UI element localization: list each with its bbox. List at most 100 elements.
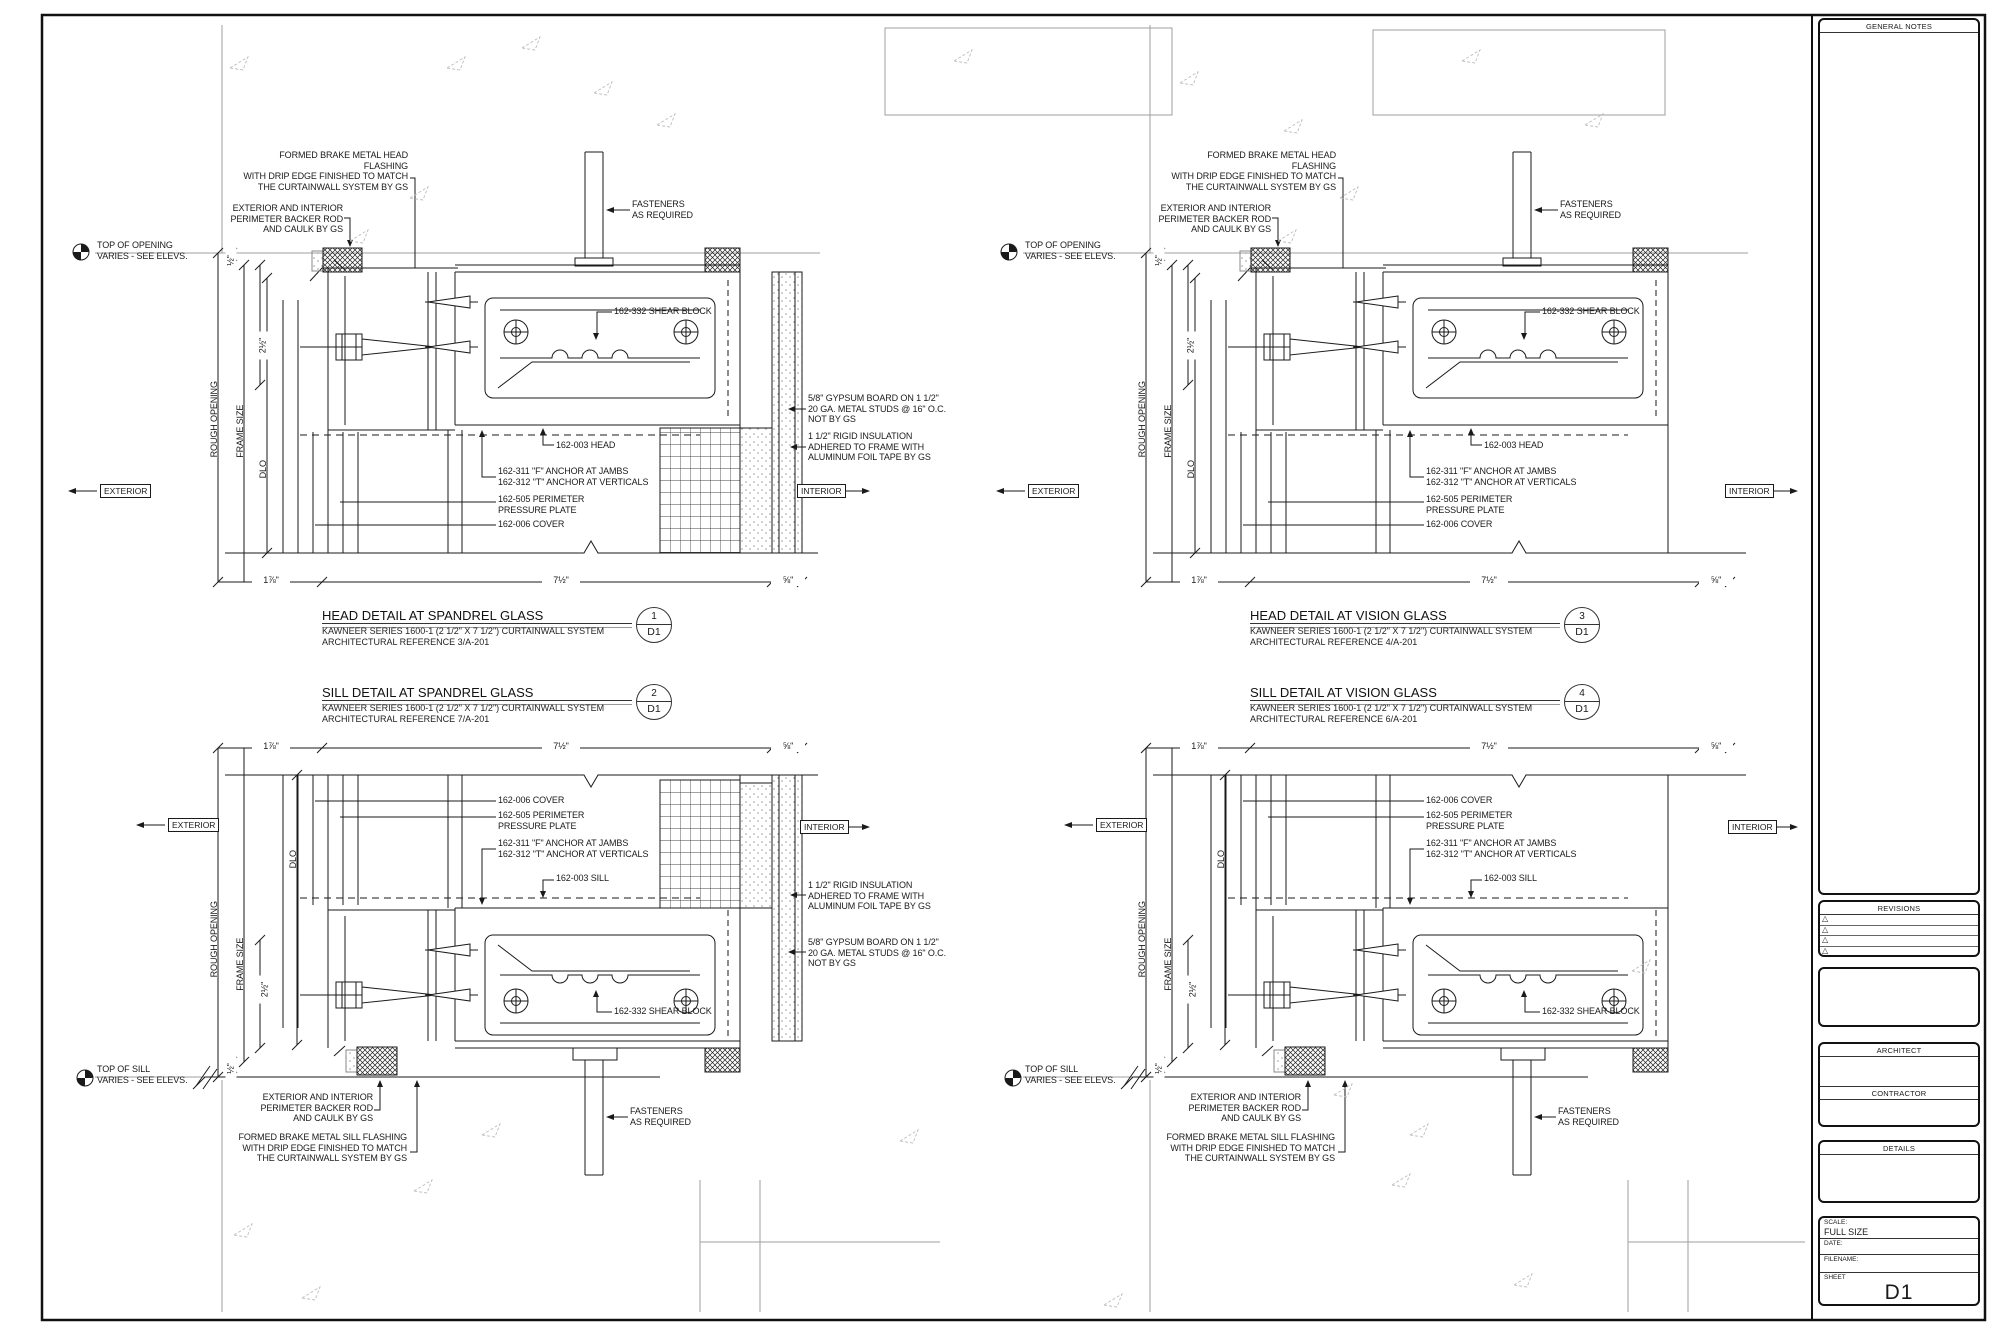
revision-markers — [229, 36, 1651, 1308]
annotation-fasteners: FASTENERS AS REQUIRED — [630, 1106, 691, 1127]
revision-row: △ — [1820, 914, 1978, 926]
dim-half: ½" — [1153, 246, 1165, 275]
scale-label: SCALE: — [1824, 1219, 1848, 1226]
annotation-head-flashing: FORMED BRAKE METAL HEAD FLASHING WITH DR… — [1171, 150, 1336, 192]
general-notes-header: GENERAL NOTES — [1820, 20, 1978, 33]
detail-sheet: D1 — [647, 703, 661, 715]
dim-two-half: 2½" — [1185, 331, 1197, 360]
annotation-gypsum: 5/8" GYPSUM BOARD ON 1 1/2" 20 GA. METAL… — [808, 937, 946, 968]
project-info-panel — [1818, 967, 1980, 1027]
dim-two-half: 2½" — [259, 975, 271, 1004]
dim-frame-size: FRAME SIZE — [1162, 404, 1173, 458]
date-row: DATE: — [1820, 1239, 1978, 1255]
detail-title: SILL DETAIL AT VISION GLASS — [1250, 685, 1437, 700]
annotation-pressure-plate: 162-505 PERIMETER PRESSURE PLATE — [1426, 494, 1513, 515]
annotation-top-of-sill: TOP OF SILL VARIES - SEE ELEVS. — [1025, 1064, 1116, 1085]
annotation-backer-rod: EXTERIOR AND INTERIOR PERIMETER BACKER R… — [260, 1092, 373, 1123]
construction-lines — [699, 27, 1805, 1312]
sheet-border — [40, 13, 1987, 1322]
contractor-header: CONTRACTOR — [1820, 1086, 1978, 1100]
annotation-backer-rod: EXTERIOR AND INTERIOR PERIMETER BACKER R… — [1188, 1092, 1301, 1123]
title-underline — [322, 623, 632, 628]
detail-reference: ARCHITECTURAL REFERENCE 7/A-201 — [322, 714, 490, 724]
dim-rough-opening: ROUGH OPENING — [208, 901, 219, 978]
detail-sheet: D1 — [1575, 626, 1589, 638]
details-header: DETAILS — [1820, 1142, 1978, 1155]
annotation-head: 162-003 HEAD — [556, 440, 616, 450]
details-panel: DETAILS — [1818, 1140, 1980, 1203]
annotation-gypsum: 5/8" GYPSUM BOARD ON 1 1/2" 20 GA. METAL… — [808, 393, 946, 424]
annotation-cover: 162-006 COVER — [1426, 519, 1493, 529]
filename-label: FILENAME: — [1824, 1256, 1859, 1263]
dim-frame-size: FRAME SIZE — [234, 937, 245, 991]
annotation-pressure-plate: 162-505 PERIMETER PRESSURE PLATE — [498, 810, 585, 831]
annotation-pressure-plate: 162-505 PERIMETER PRESSURE PLATE — [1426, 810, 1513, 831]
dim-7-1-2: 7½" — [542, 575, 580, 586]
detail-reference: ARCHITECTURAL REFERENCE 3/A-201 — [322, 637, 490, 647]
title-underline — [1250, 623, 1560, 628]
annotation-cover: 162-006 COVER — [1426, 795, 1493, 805]
detail-subtitle: KAWNEER SERIES 1600-1 (2 1/2" X 7 1/2") … — [322, 626, 605, 636]
annotation-fasteners: FASTENERS AS REQUIRED — [632, 199, 693, 220]
interior-label: INTERIOR — [800, 820, 849, 834]
revision-triangle-icon: △ — [1822, 914, 1829, 923]
title-underline — [1250, 700, 1560, 705]
architect-blank-area — [1820, 1057, 1978, 1086]
dim-7-1-2: 7½" — [542, 741, 580, 752]
annotation-sill: 162-003 SILL — [556, 873, 609, 883]
annotation-fasteners: FASTENERS AS REQUIRED — [1560, 199, 1621, 220]
revisions-header: REVISIONS — [1820, 902, 1978, 915]
dim-rough-opening: ROUGH OPENING — [1136, 381, 1147, 458]
annotation-anchors: 162-311 "F" ANCHOR AT JAMBS 162-312 "T" … — [1426, 838, 1577, 859]
annotation-head: 162-003 HEAD — [1484, 440, 1544, 450]
detail-sheet: D1 — [1575, 703, 1589, 715]
date-label: DATE: — [1824, 1240, 1843, 1247]
detail-subtitle: KAWNEER SERIES 1600-1 (2 1/2" X 7 1/2") … — [1250, 626, 1533, 636]
title-underline — [322, 700, 632, 705]
revision-row: △ — [1820, 924, 1978, 936]
detail-number-bubble: 2 D1 — [636, 684, 672, 720]
detail-number: 4 — [1565, 685, 1599, 702]
detail-subtitle: KAWNEER SERIES 1600-1 (2 1/2" X 7 1/2") … — [322, 703, 605, 713]
revision-triangle-icon: △ — [1822, 924, 1829, 934]
sheet-label: SHEET — [1824, 1274, 1846, 1281]
annotation-sill-flashing: FORMED BRAKE METAL SILL FLASHING WITH DR… — [238, 1132, 407, 1163]
annotation-top-of-opening: TOP OF OPENING VARIES - SEE ELEVS. — [97, 240, 188, 261]
annotation-anchors: 162-311 "F" ANCHOR AT JAMBS 162-312 "T" … — [498, 466, 649, 487]
revision-row: △ — [1820, 946, 1978, 957]
dim-rough-opening: ROUGH OPENING — [1136, 901, 1147, 978]
dim-dlo: DLO — [1185, 460, 1196, 479]
annotation-cover: 162-006 COVER — [498, 795, 565, 805]
annotation-anchors: 162-311 "F" ANCHOR AT JAMBS 162-312 "T" … — [1426, 466, 1577, 487]
dim-half: ½" — [225, 246, 237, 275]
dim-1-7-8: 1⅞" — [252, 575, 290, 586]
dim-rough-opening: ROUGH OPENING — [208, 381, 219, 458]
sheet-number: D1 — [1884, 1280, 1914, 1304]
dim-dlo: DLO — [287, 850, 298, 869]
interior-label: INTERIOR — [797, 484, 846, 498]
annotation-top-of-opening: TOP OF OPENING VARIES - SEE ELEVS. — [1025, 240, 1116, 261]
dim-5-8: ⅝" — [771, 741, 805, 752]
detail-number: 2 — [637, 685, 671, 702]
annotation-sill-flashing: FORMED BRAKE METAL SILL FLASHING WITH DR… — [1166, 1132, 1335, 1163]
sheet-info-panel: SCALE: FULL SIZE DATE: FILENAME: SHEET D… — [1818, 1216, 1980, 1306]
annotation-shear-block: 162-332 SHEAR BLOCK — [614, 306, 712, 316]
exterior-label: EXTERIOR — [100, 484, 152, 498]
annotation-top-of-sill: TOP OF SILL VARIES - SEE ELEVS. — [97, 1064, 188, 1085]
exterior-label: EXTERIOR — [168, 818, 220, 832]
revisions-panel: REVISIONS △ △ △ △ — [1818, 900, 1980, 957]
interior-label: INTERIOR — [1728, 820, 1777, 834]
detail-number: 3 — [1565, 608, 1599, 625]
dim-5-8: ⅝" — [1699, 741, 1733, 752]
annotation-sill: 162-003 SILL — [1484, 873, 1537, 883]
head-spandrel-wall — [659, 271, 806, 554]
sill-spandrel-wall — [659, 774, 806, 1042]
dim-7-1-2: 7½" — [1470, 741, 1508, 752]
detail-reference: ARCHITECTURAL REFERENCE 4/A-201 — [1250, 637, 1418, 647]
detail-reference: ARCHITECTURAL REFERENCE 6/A-201 — [1250, 714, 1418, 724]
dim-1-7-8: 1⅞" — [1180, 575, 1218, 586]
annotation-backer-rod: EXTERIOR AND INTERIOR PERIMETER BACKER R… — [230, 203, 343, 234]
detail-number: 1 — [637, 608, 671, 625]
detail-sheet: D1 — [647, 626, 661, 638]
annotation-cover: 162-006 COVER — [498, 519, 565, 529]
